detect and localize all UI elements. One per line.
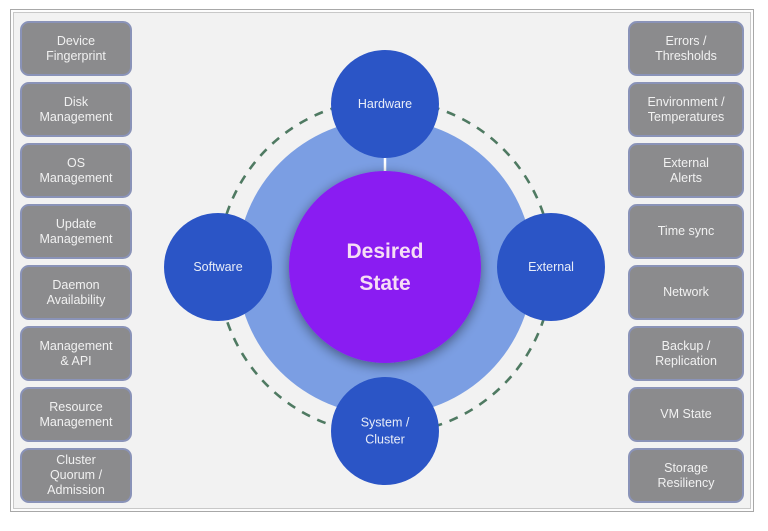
satellite-label-bottom: System / [361, 416, 410, 430]
desired-state-label-line2: State [359, 272, 410, 295]
satellite-node-top[interactable]: Hardware [331, 50, 439, 158]
left-category-box[interactable]: OS Management [20, 143, 132, 198]
desired-state-label-line1: Desired [346, 240, 423, 263]
left-category-box[interactable]: Resource Management [20, 387, 132, 442]
left-category-box[interactable]: Daemon Availability [20, 265, 132, 320]
satellite-circle-left[interactable] [164, 213, 272, 321]
desired-state-node[interactable]: Desired State [289, 171, 481, 363]
right-category-box[interactable]: Storage Resiliency [628, 448, 744, 503]
satellite-label-left: Software [193, 260, 242, 274]
left-category-box[interactable]: Disk Management [20, 82, 132, 137]
right-category-box[interactable]: Environment / Temperatures [628, 82, 744, 137]
right-category-box[interactable]: External Alerts [628, 143, 744, 198]
satellite-node-bottom[interactable]: System / Cluster [331, 377, 439, 485]
left-category-box[interactable]: Management & API [20, 326, 132, 381]
right-category-box[interactable]: Backup / Replication [628, 326, 744, 381]
satellite-label-top: Hardware [358, 97, 412, 111]
satellite-label-bottom: Cluster [365, 433, 405, 447]
left-category-box[interactable]: Cluster Quorum / Admission [20, 448, 132, 503]
satellite-label-right: External [528, 260, 574, 274]
right-category-box[interactable]: Time sync [628, 204, 744, 259]
satellite-circle-bottom[interactable] [331, 377, 439, 485]
satellite-circle-top[interactable] [331, 50, 439, 158]
left-category-box[interactable]: Device Fingerprint [20, 21, 132, 76]
left-category-box[interactable]: Update Management [20, 204, 132, 259]
right-category-box[interactable]: Network [628, 265, 744, 320]
right-category-box[interactable]: VM State [628, 387, 744, 442]
desired-state-circle[interactable] [289, 171, 481, 363]
satellite-node-right[interactable]: External [497, 213, 605, 321]
right-category-box[interactable]: Errors / Thresholds [628, 21, 744, 76]
satellite-circle-right[interactable] [497, 213, 605, 321]
satellite-node-left[interactable]: Software [164, 213, 272, 321]
